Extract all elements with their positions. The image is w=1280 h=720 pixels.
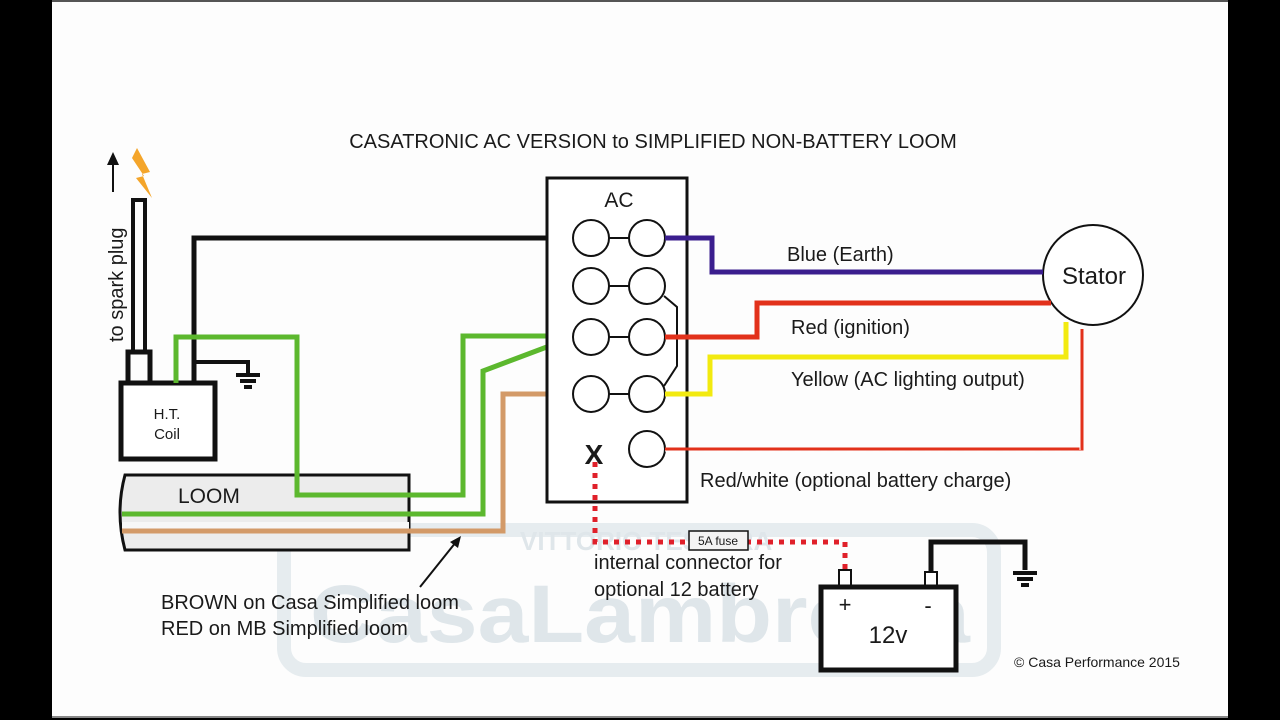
ground-icon [1013, 571, 1037, 587]
fuse [688, 530, 749, 551]
ground-icon [236, 373, 260, 389]
connector-note-line2: optional 12 battery [594, 579, 759, 601]
battery-negative-label: - [924, 593, 931, 618]
ht-lead [125, 198, 153, 387]
battery-positive-label: + [839, 592, 852, 617]
blue-wire-label: Blue (Earth) [787, 244, 894, 266]
ac-terminals [572, 219, 678, 468]
ac-unit-box [545, 176, 689, 504]
battery-positive-post [838, 569, 852, 588]
lightning-spark-icon [132, 148, 152, 198]
terminal [572, 318, 610, 356]
loom-note-arrow [419, 536, 461, 588]
copyright: © Casa Performance 2015 [1014, 654, 1180, 670]
yellow-wire [665, 322, 1069, 397]
diagram-title: CASATRONIC AC VERSION to SIMPLIFIED NON-… [349, 131, 957, 153]
watermark: VITTORIO TESSERA CasaLambretta [277, 523, 1001, 677]
red-white-wire-label: Red/white (optional battery charge) [700, 470, 1011, 492]
coil-label-line2: Coil [154, 426, 180, 443]
watermark-frame [277, 523, 1001, 677]
battery-earth-wire [928, 539, 1028, 572]
battery [818, 584, 959, 673]
green-wire-loom [122, 333, 577, 517]
loom-note-line2: RED on MB Simplified loom [161, 618, 408, 640]
blue-wire [665, 235, 1043, 275]
wiring-diagram: VITTORIO TESSERA CasaLambretta CASATRONI… [106, 131, 1180, 677]
battery-connector-dotted-wire [592, 462, 848, 570]
black-wire [191, 235, 576, 383]
terminal [572, 219, 610, 257]
up-arrow-icon [107, 152, 119, 192]
terminal [628, 219, 666, 257]
yellow-wire-label: Yellow (AC lighting output) [791, 369, 1025, 391]
ac-unit-label: AC [604, 189, 633, 212]
fuse-label: 5A fuse [698, 534, 738, 548]
loom-note-line1: BROWN on Casa Simplified loom [161, 592, 459, 614]
terminal [572, 375, 610, 413]
diagram-canvas: VITTORIO TESSERA CasaLambretta CASATRONI… [52, 0, 1228, 718]
ht-coil [118, 380, 218, 462]
red-wire [665, 300, 1051, 340]
unused-terminal-mark: X [585, 439, 604, 470]
coil-label-line1: H.T. [154, 406, 181, 423]
terminal [628, 430, 666, 468]
red-wire-label: Red (ignition) [791, 317, 910, 339]
spark-plug-label: to spark plug [106, 227, 128, 342]
terminal [572, 267, 610, 305]
coil-earth-wire [194, 360, 250, 374]
terminal [628, 318, 666, 356]
loom-label: LOOM [178, 485, 240, 508]
terminal [628, 375, 666, 413]
stator-label: Stator [1062, 263, 1126, 290]
battery-voltage-label: 12v [869, 622, 908, 649]
red-white-wire-stripe [665, 329, 1081, 452]
brown-wire [122, 391, 576, 534]
green-wire-coil [173, 333, 576, 498]
stator [1042, 224, 1144, 326]
connector-note-line1: internal connector for [594, 552, 782, 574]
terminal [628, 267, 666, 305]
red-white-wire [665, 329, 1084, 451]
